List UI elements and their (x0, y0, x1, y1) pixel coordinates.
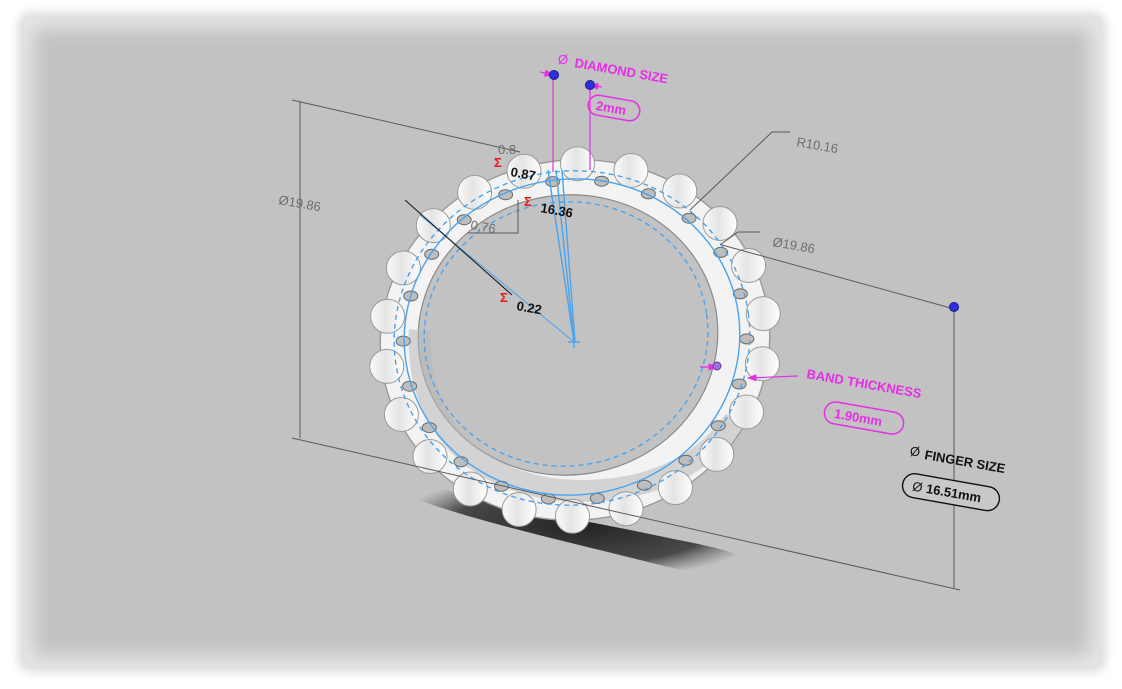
ring-scallop (731, 248, 767, 283)
sigma-icon: Σ (524, 194, 532, 209)
sigma-icon: Σ (500, 290, 508, 305)
drag-handles[interactable] (549, 70, 959, 371)
diameter-symbol-icon: Ø (558, 52, 568, 67)
dim-0-87[interactable]: 0.87 (509, 164, 537, 183)
finger-size-value-box[interactable]: Ø 16.51mm (901, 472, 1002, 513)
diamond-seat-hole (739, 333, 755, 345)
diamond-seat-hole (456, 214, 472, 226)
diamond-size-value-box[interactable]: 2mm (587, 94, 642, 123)
ring-scallop (412, 439, 448, 474)
handle-band-thickness[interactable] (712, 361, 722, 371)
handle-finger-size[interactable] (949, 302, 959, 312)
band-thickness-label[interactable]: BAND THICKNESS (805, 366, 922, 401)
dim-0-8[interactable]: 0.8 (498, 142, 516, 157)
ring-scallop (662, 173, 698, 209)
sketch-geometry (393, 169, 751, 506)
ring-scallop (501, 492, 537, 527)
ring-scallop (745, 296, 781, 332)
ring-scallop (555, 498, 590, 534)
dimension-lines (291, 99, 961, 591)
dim-height-diameter[interactable]: Ø19.86 (277, 192, 322, 214)
ring-scallop (729, 394, 764, 430)
ring-scallop (452, 471, 488, 507)
dim-0-22[interactable]: 0.22 (515, 298, 543, 317)
sigma-icon: Σ (494, 155, 502, 170)
diamond-seat-hole (681, 212, 697, 224)
ring-scallop (370, 298, 406, 334)
diameter-symbol-icon: Ø (911, 479, 924, 496)
handle-diamond-right[interactable] (585, 80, 595, 90)
dim-outer-diameter[interactable]: Ø19.86 (771, 234, 816, 256)
dim-16-36[interactable]: 16.36 (539, 200, 574, 220)
ring-scallop (657, 470, 693, 506)
ring-scallop (560, 146, 595, 182)
diamond-seat-hole (421, 422, 437, 434)
diameter-symbol-icon: Ø (910, 444, 920, 459)
diamond-seat-hole (402, 380, 418, 392)
ring-scallop (613, 153, 649, 188)
diamond-seat-hole (732, 288, 748, 300)
diamond-seat-hole (710, 420, 726, 432)
ring-scallop (383, 397, 419, 432)
diamond-seat-hole (731, 378, 747, 390)
ring-scallop (386, 250, 421, 286)
finger-size-label[interactable]: FINGER SIZE (923, 447, 1006, 476)
ring-scallop (699, 436, 735, 472)
ring-segments (369, 146, 781, 534)
diamond-size-value[interactable]: 2mm (595, 98, 628, 118)
diamond-seat-hole (498, 189, 514, 201)
diamond-seat-hole (424, 248, 440, 260)
ring-scallop (702, 206, 738, 241)
handle-diamond-left[interactable] (549, 70, 559, 80)
dim-radius[interactable]: R10.16 (795, 134, 839, 156)
diamond-seat-hole (636, 479, 652, 491)
ring-scallop (608, 491, 644, 527)
diamond-seat-hole (395, 335, 411, 347)
ring-scallop (369, 348, 405, 384)
dim-0-76[interactable]: 0.76 (469, 217, 497, 236)
band-thickness-value-box[interactable]: 1.90mm (823, 400, 906, 436)
ring-scallop (744, 346, 780, 382)
